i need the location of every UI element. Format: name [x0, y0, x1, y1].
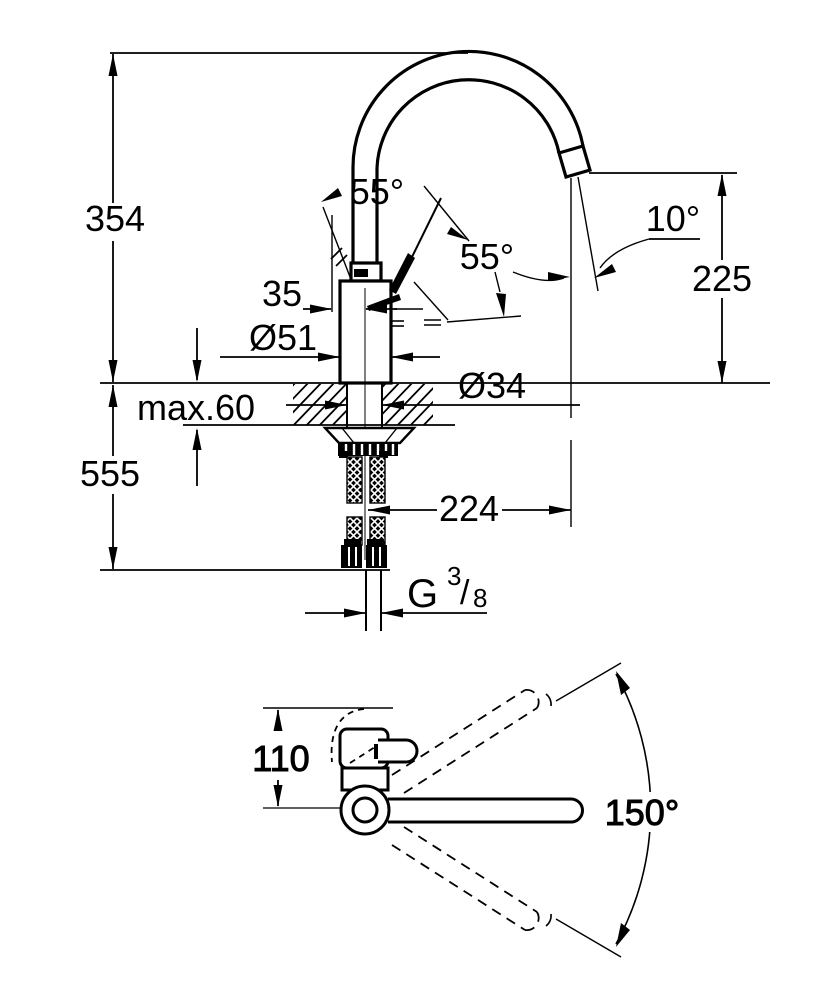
dimension-labels: 354 555 225 max.60 35 Ø51 Ø34 224 55° 55…	[80, 171, 756, 616]
reference-lines	[100, 52, 770, 571]
plan-depth-label: 110	[252, 738, 309, 779]
thread-slash: /	[460, 574, 470, 612]
handle-lever	[322, 197, 522, 327]
handle-tilt-top-label: 55°	[350, 171, 404, 212]
water-stream-lines	[570, 176, 599, 527]
stream-angle-label: 10°	[646, 198, 700, 239]
thread-prefix: G	[407, 572, 438, 616]
deck-thickness-label: max.60	[137, 387, 255, 428]
spout-clearance-label: 225	[692, 258, 752, 299]
thread-denominator: 8	[473, 583, 487, 613]
plan-reference-lines	[263, 707, 393, 809]
swivel-range-label: 150°	[605, 792, 679, 833]
handle-tilt-front-label: 55°	[460, 236, 514, 277]
plan-faucet-outline	[330, 708, 584, 836]
spout-reach-label: 224	[439, 488, 499, 529]
hole-diameter-label: Ø34	[458, 365, 526, 406]
total-height-label: 354	[85, 198, 145, 239]
supply-hoses	[341, 456, 387, 631]
angle-leaders	[321, 185, 700, 317]
side-elevation-view: 354 555 225 max.60 35 Ø51 Ø34 224 55° 55…	[80, 49, 770, 631]
thread-size-label: G 3 / 8	[407, 561, 487, 616]
plan-depth-dimension	[273, 709, 283, 807]
mounting-hardware	[322, 288, 417, 560]
below-deck-height-label: 555	[80, 453, 140, 494]
swivel-positions-dashed	[391, 689, 552, 931]
handle-offset-label: 35	[262, 273, 302, 314]
body-diameter-label: Ø51	[249, 317, 317, 358]
plan-view: 110	[252, 662, 686, 958]
dimension-lines	[108, 54, 727, 618]
thread-numerator: 3	[447, 561, 461, 591]
